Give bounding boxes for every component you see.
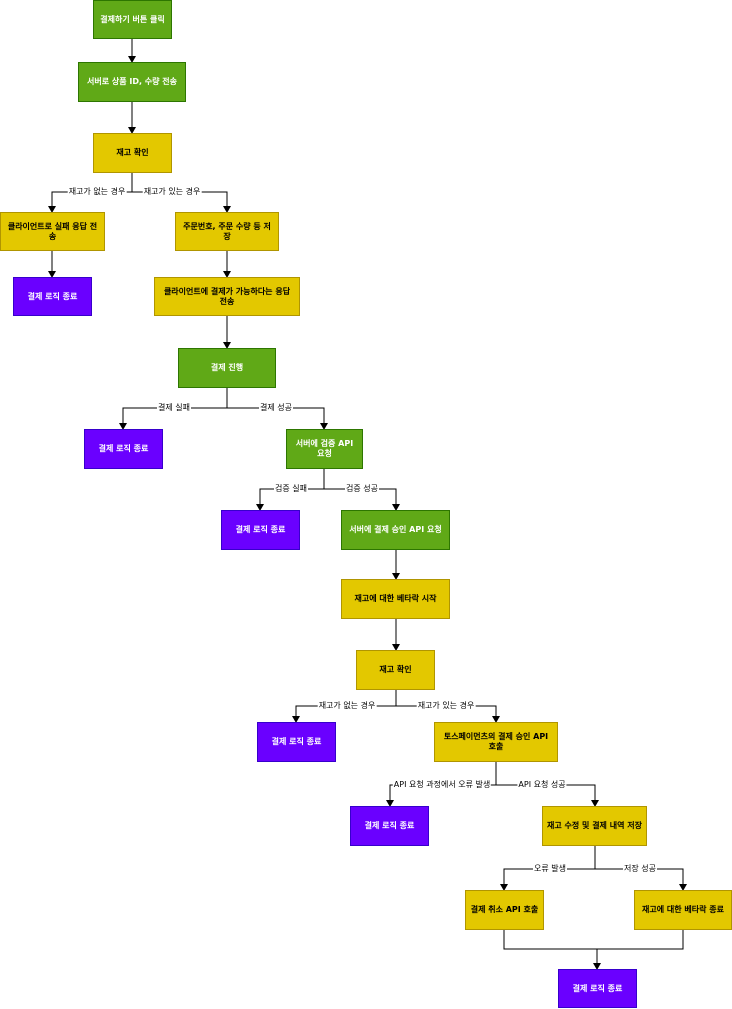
edge-label-payment-success: 결제 성공 xyxy=(259,403,293,412)
node-payment-end-1: 결제 로직 종료 xyxy=(13,277,92,316)
edge-label-has-stock-2: 재고가 있는 경우 xyxy=(416,701,476,710)
edge-label-verify-success: 검증 성공 xyxy=(345,484,379,493)
edge-label-save-success: 저장 성공 xyxy=(623,864,657,873)
node-payment-end-6: 결제 로직 종료 xyxy=(558,969,637,1008)
node-send-failure-response: 클라이언트로 실패 응답 전송 xyxy=(0,212,105,251)
node-payment-end-5: 결제 로직 종료 xyxy=(350,806,429,846)
node-save-order-info: 주문번호, 주문 수량 등 저장 xyxy=(175,212,279,251)
node-cancel-api-call: 결제 취소 API 호출 xyxy=(465,890,544,930)
edge-label-verify-fail: 검증 실패 xyxy=(274,484,308,493)
edge-label-has-stock-1: 재고가 있는 경우 xyxy=(142,187,202,196)
node-send-payment-available: 클라이언트에 결제가 가능하다는 응답 전송 xyxy=(154,277,300,316)
node-payment-end-3: 결제 로직 종료 xyxy=(221,510,300,550)
edge-label-payment-fail: 결제 실패 xyxy=(157,403,191,412)
edge-label-no-stock-1: 재고가 없는 경우 xyxy=(67,187,127,196)
node-payment-button-click: 결제하기 버튼 클릭 xyxy=(93,0,172,39)
node-payment-progress: 결제 진행 xyxy=(178,348,276,388)
node-toss-approve-api-call: 토스페이먼츠의 결제 승인 API 호출 xyxy=(434,722,558,762)
node-payment-end-2: 결제 로직 종료 xyxy=(84,429,163,469)
edge-n19-n21 xyxy=(503,930,601,970)
edge-label-api-success: API 요청 성공 xyxy=(517,780,567,789)
node-stock-lock-start: 재고에 대한 베타락 시작 xyxy=(341,579,450,619)
edge-label-error-occurred: 오류 발생 xyxy=(533,864,567,873)
node-payment-end-4: 결제 로직 종료 xyxy=(257,722,336,762)
node-stock-lock-end: 재고에 대한 베타락 종료 xyxy=(634,890,732,930)
node-update-stock-save-history: 재고 수정 및 결제 내역 저장 xyxy=(542,806,647,846)
node-stock-check-1: 재고 확인 xyxy=(93,133,172,173)
edge-label-api-error: API 요청 과정에서 오류 발생 xyxy=(392,780,492,789)
node-verify-api-request: 서버에 검증 API 요청 xyxy=(286,429,363,469)
node-send-product-id-quantity: 서버로 상품 ID, 수량 전송 xyxy=(78,62,186,102)
node-approve-api-request: 서버에 결제 승인 API 요청 xyxy=(341,510,450,550)
edge-label-no-stock-2: 재고가 없는 경우 xyxy=(317,701,377,710)
node-stock-check-2: 재고 확인 xyxy=(356,650,435,690)
edge-n20-n21 xyxy=(597,930,684,950)
